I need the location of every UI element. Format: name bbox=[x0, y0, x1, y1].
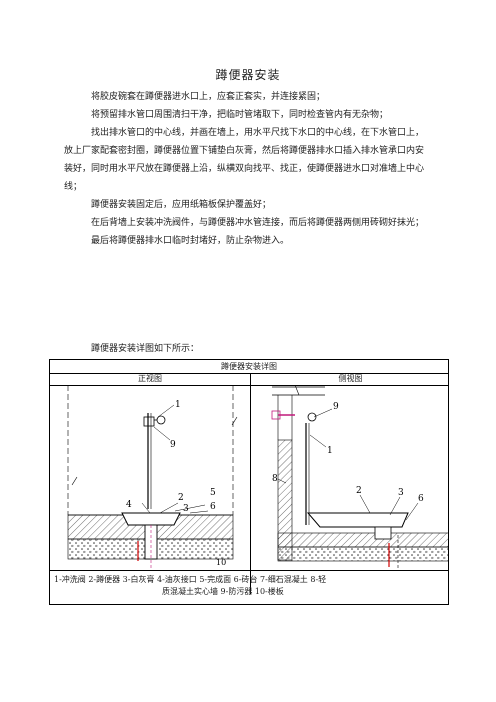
side-callout-9: 9 bbox=[333, 402, 339, 412]
figure-divider bbox=[250, 373, 251, 594]
paragraph-5: 在后背墙上安装冲洗阀件，与蹲便器冲水管连接，而后将蹲便器两侧用砖砌好抹光； bbox=[91, 218, 425, 228]
side-callout-2: 2 bbox=[356, 486, 362, 496]
figure-title: 蹲便器安装详图 bbox=[50, 360, 448, 374]
front-callout-3: 3 bbox=[183, 504, 189, 514]
side-callout-3: 3 bbox=[398, 488, 404, 498]
body-text: 将胶皮碗套在蹲便器进水口上，应套正套实，并连接紧固； 将预留排水管口周围清扫干净… bbox=[64, 88, 424, 250]
paragraph-4: 蹲便器安装固定后，应用纸箱板保护覆盖好； bbox=[91, 200, 272, 210]
front-view-label: 正视图 bbox=[138, 374, 162, 383]
side-view-drawing: 9 1 8 2 3 6 bbox=[271, 385, 448, 570]
paragraph-6: 最后将蹲便器排水口临时封堵好，防止杂物进入。 bbox=[91, 236, 290, 246]
side-callout-1: 1 bbox=[327, 446, 333, 456]
front-callout-2: 2 bbox=[178, 493, 184, 503]
side-view-label: 侧视图 bbox=[338, 374, 363, 383]
front-callout-6: 6 bbox=[210, 502, 216, 512]
side-callout-6: 6 bbox=[418, 494, 424, 504]
installation-drawing: 1 9 4 2 5 3 6 10 bbox=[67, 385, 448, 570]
front-view-drawing: 1 9 4 2 5 3 6 10 bbox=[67, 385, 238, 570]
legend-line-1: 1-冲洗阀 2-蹲便器 3-白灰膏 4-油灰接口 5-完成面 6-砖台 7-细石… bbox=[54, 575, 327, 584]
page-title: 蹲便器安装 bbox=[215, 68, 281, 82]
side-callout-8: 8 bbox=[272, 474, 278, 484]
figure-frame: 蹲便器安装详图 正视图 侧视图 bbox=[49, 359, 449, 605]
figure-lead: 蹲便器安装详图如下所示： bbox=[91, 344, 200, 354]
legend-line-2: 质混凝土实心墙 9-防污器 10-楼板 bbox=[162, 587, 284, 596]
front-callout-10: 10 bbox=[216, 558, 226, 567]
front-callout-9: 9 bbox=[170, 440, 176, 450]
front-callout-1: 1 bbox=[175, 400, 181, 410]
paragraph-1: 将胶皮碗套在蹲便器进水口上，应套正套实，并连接紧固； bbox=[91, 92, 326, 102]
front-callout-4: 4 bbox=[126, 500, 132, 510]
paragraph-2: 将预留排水管口周围清扫干净，把临时管堵取下，同时检查管内有无杂物； bbox=[91, 110, 389, 120]
front-callout-5: 5 bbox=[210, 488, 216, 498]
paragraph-3: 找出排水管口的中心线，并画在墙上，用水平尺找下水口的中心线，在下水管口上，放上厂… bbox=[64, 128, 425, 192]
figure-view-labels: 正视图 侧视图 bbox=[50, 373, 448, 386]
figure-legend: 1-冲洗阀 2-蹲便器 3-白灰膏 4-油灰接口 5-完成面 6-砖台 7-细石… bbox=[50, 570, 448, 606]
